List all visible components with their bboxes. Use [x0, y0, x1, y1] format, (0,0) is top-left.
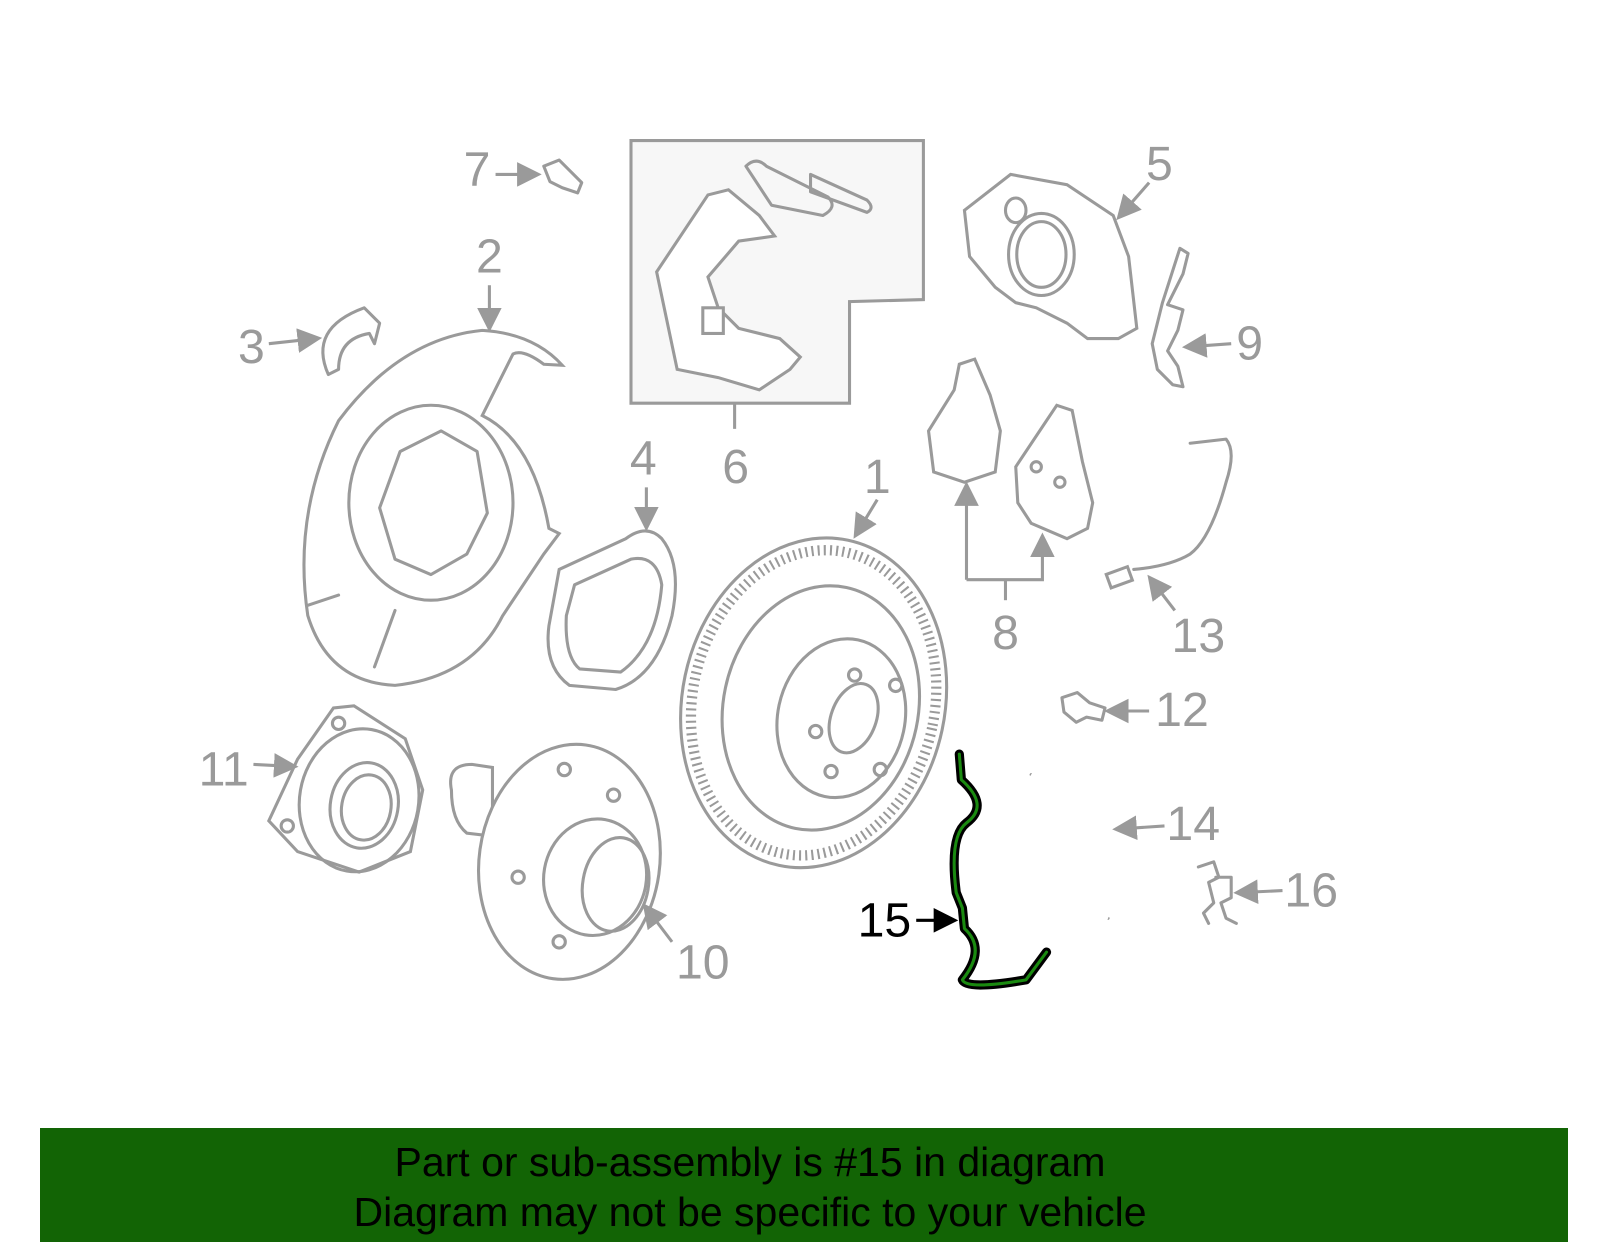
- part-12-bolt[interactable]: [1060, 691, 1150, 724]
- label-14[interactable]: 14: [1166, 797, 1220, 851]
- label-16[interactable]: 16: [1284, 864, 1338, 918]
- label-11[interactable]: 11: [199, 743, 249, 797]
- label-3[interactable]: 3: [238, 320, 265, 374]
- part-1-brake-rotor[interactable]: [651, 498, 977, 893]
- part-11-wheel-bearing[interactable]: [253, 704, 430, 881]
- part-15-abs-sensor[interactable]: [916, 749, 1052, 990]
- label-13[interactable]: 13: [1172, 609, 1226, 663]
- label-7[interactable]: 7: [464, 142, 491, 196]
- label-6[interactable]: 6: [722, 440, 749, 494]
- part-7-bolt[interactable]: [495, 158, 584, 195]
- label-5[interactable]: 5: [1146, 137, 1173, 191]
- info-banner: Part or sub-assembly is #15 in diagram D…: [40, 1128, 1568, 1242]
- banner-part-note: Part or sub-assembly is #15 in diagram: [394, 1139, 1106, 1185]
- part-16-clips[interactable]: [1196, 860, 1283, 925]
- parts-diagram: 7 5 2 3 9 6 4 1 8 13 12 11 14 16 15 10: [199, 137, 1338, 991]
- part-5-caliper[interactable]: [962, 172, 1151, 341]
- label-12[interactable]: 12: [1155, 683, 1209, 737]
- label-15[interactable]: 15: [858, 893, 912, 947]
- part-2-splash-shield[interactable]: [302, 285, 566, 687]
- part-6-caliper-carrier-kit[interactable]: [629, 139, 925, 429]
- part-10-wheel-hub[interactable]: [449, 732, 676, 991]
- label-8[interactable]: 8: [992, 606, 1019, 660]
- part-14-brake-line[interactable]: [1029, 772, 1165, 921]
- label-1[interactable]: 1: [864, 450, 891, 504]
- banner-disclaimer: Diagram may not be specific to your vehi…: [353, 1189, 1147, 1235]
- part-8-brake-pads[interactable]: [926, 357, 1095, 601]
- part-13-wear-sensor[interactable]: [1104, 437, 1233, 612]
- label-10[interactable]: 10: [676, 935, 730, 989]
- part-3-retainer[interactable]: [268, 306, 382, 377]
- part-4-gasket[interactable]: [546, 487, 677, 692]
- label-9[interactable]: 9: [1236, 317, 1263, 371]
- part-9-spring-clip[interactable]: [1150, 246, 1232, 389]
- label-2[interactable]: 2: [476, 230, 503, 284]
- label-4[interactable]: 4: [630, 432, 657, 486]
